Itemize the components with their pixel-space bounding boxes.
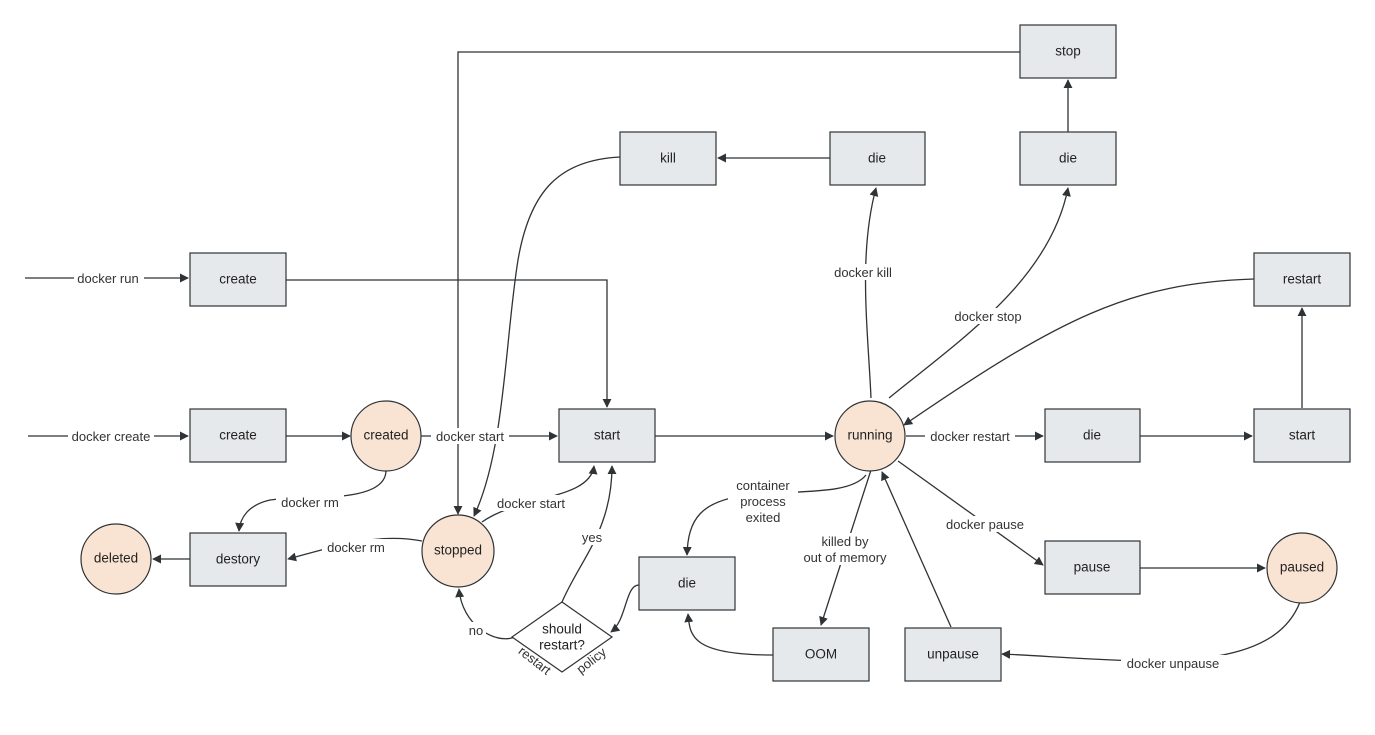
edge-restart-to-running — [903, 278, 1255, 426]
label-docker-start-created: docker start — [436, 429, 504, 444]
state-deleted-label: deleted — [94, 551, 138, 566]
decision-should-restart: should restart? — [510, 601, 614, 673]
label-docker-kill: docker kill — [834, 265, 892, 280]
state-paused: paused — [1266, 532, 1338, 604]
node-pause: pause — [1044, 540, 1141, 595]
edge-oom-to-die — [684, 613, 774, 656]
node-destory: destory — [189, 532, 287, 587]
nodes: create create start die start restart st… — [80, 24, 1351, 682]
state-deleted: deleted — [80, 523, 152, 595]
label-killed-oom-1: killed by — [822, 534, 869, 549]
node-stop-label: stop — [1055, 44, 1081, 59]
edge-running-to-pause — [897, 460, 1044, 566]
edge-die-to-decision — [610, 584, 640, 633]
node-destory-label: destory — [216, 552, 261, 567]
label-killed-oom-2: out of memory — [803, 550, 887, 565]
node-start-main-label: start — [594, 428, 621, 443]
node-start-right: start — [1253, 408, 1351, 463]
edge-running-to-die-kill — [864, 187, 879, 399]
node-die-stop-label: die — [1059, 151, 1077, 166]
state-stopped: stopped — [421, 514, 495, 588]
node-start-right-label: start — [1289, 428, 1316, 443]
label-docker-create: docker create — [72, 429, 151, 444]
state-running: running — [834, 400, 906, 472]
edge-paused-to-unpause — [1001, 601, 1301, 662]
state-stopped-label: stopped — [434, 543, 482, 558]
decision-label-line1: should — [542, 622, 582, 637]
node-start-main: start — [558, 408, 656, 463]
label-docker-restart: docker restart — [930, 429, 1010, 444]
edge-unpause-to-running — [881, 471, 952, 628]
node-unpause: unpause — [904, 627, 1002, 682]
decision-label-line2: restart? — [539, 638, 585, 653]
node-kill-label: kill — [660, 151, 676, 166]
node-stop: stop — [1019, 24, 1117, 79]
edge-labels: docker run docker create docker start do… — [68, 264, 1225, 678]
label-docker-unpause: docker unpause — [1127, 656, 1220, 671]
node-die-kill-label: die — [868, 151, 886, 166]
node-die-stop: die — [1019, 131, 1117, 186]
state-paused-label: paused — [1280, 560, 1324, 575]
node-kill: kill — [619, 131, 717, 186]
label-docker-stop: docker stop — [954, 309, 1021, 324]
label-container-exited-2: process — [740, 494, 786, 509]
node-restart-label: restart — [1283, 272, 1322, 287]
state-created-label: created — [363, 428, 408, 443]
node-die-right-label: die — [1083, 428, 1101, 443]
edge-stop-to-stopped — [453, 51, 1020, 515]
node-create-create: create — [189, 408, 287, 463]
label-no: no — [469, 623, 483, 638]
label-container-exited-1: container — [736, 478, 790, 493]
label-yes: yes — [582, 530, 603, 545]
node-restart: restart — [1253, 252, 1351, 307]
label-docker-run: docker run — [77, 271, 138, 286]
node-oom-label: OOM — [805, 647, 837, 662]
state-running-label: running — [847, 428, 892, 443]
label-docker-pause: docker pause — [946, 517, 1024, 532]
edge-kill-to-stopped — [473, 156, 621, 517]
node-unpause-label: unpause — [927, 647, 979, 662]
label-container-exited-3: exited — [746, 510, 781, 525]
node-oom: OOM — [772, 627, 870, 682]
edge-create-run-to-start — [286, 279, 612, 408]
node-die-kill: die — [829, 131, 926, 186]
node-die-exit-label: die — [678, 576, 696, 591]
edge-running-to-die-stop — [888, 187, 1071, 399]
node-create-run: create — [189, 252, 287, 307]
label-docker-start-stopped: docker start — [497, 496, 565, 511]
label-docker-rm-created: docker rm — [281, 495, 339, 510]
node-pause-label: pause — [1074, 560, 1111, 575]
node-create-create-label: create — [219, 428, 257, 443]
state-created: created — [350, 400, 422, 472]
node-die-right: die — [1044, 408, 1141, 463]
node-die-exit: die — [638, 556, 736, 611]
node-create-run-label: create — [219, 272, 257, 287]
edge-stopped-to-start — [481, 465, 598, 523]
label-docker-rm-stopped: docker rm — [327, 540, 385, 555]
